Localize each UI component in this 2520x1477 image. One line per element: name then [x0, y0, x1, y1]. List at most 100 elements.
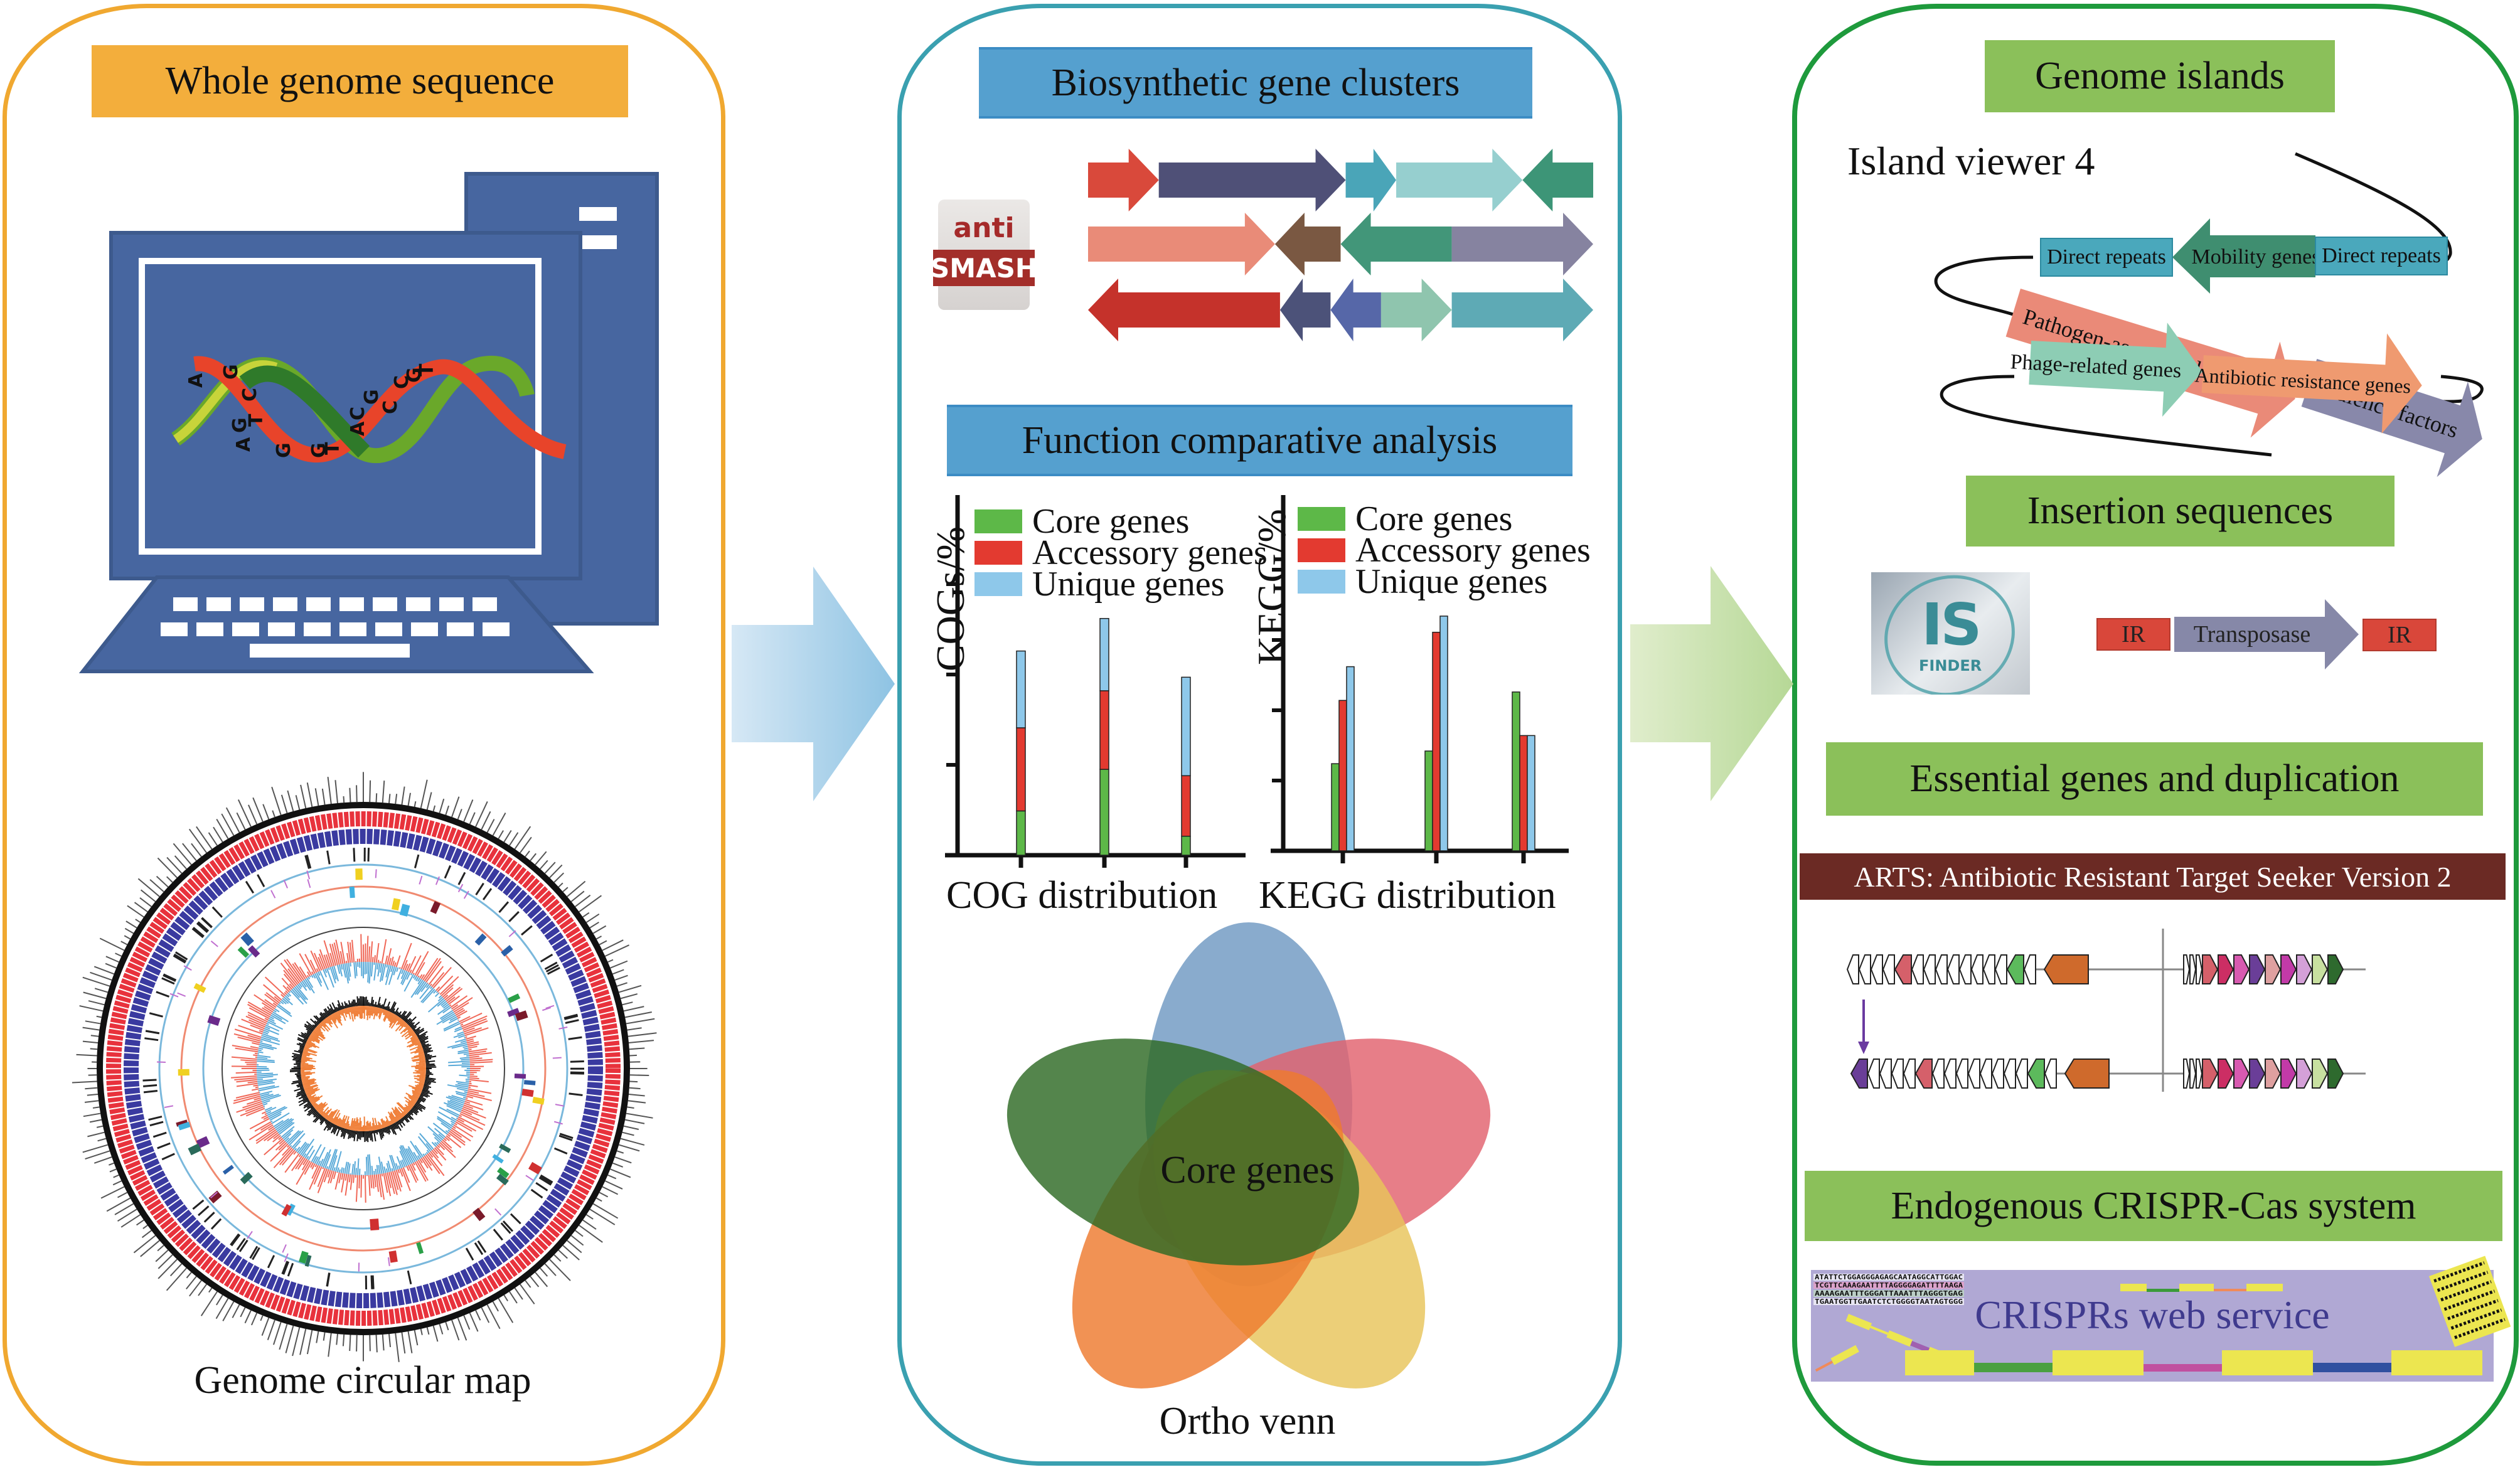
map-gc-bar	[458, 1116, 484, 1131]
map-tick	[426, 1327, 430, 1335]
spacebar	[250, 644, 410, 658]
map-gc-bar	[466, 1094, 492, 1102]
bgc-gene-arrow	[1340, 213, 1452, 275]
arts-gene	[2265, 1058, 2282, 1089]
map-rna-mark	[414, 854, 420, 868]
map-tick	[607, 1174, 617, 1180]
map-skew-bar	[299, 1045, 304, 1049]
map-skew-bar	[408, 1111, 414, 1116]
tower-slot-icon	[579, 207, 617, 221]
map-skew-bar	[313, 1015, 321, 1023]
map-skew-bar	[350, 1006, 355, 1022]
map-gc-bar	[257, 1060, 275, 1064]
map-skew-bar	[307, 1024, 315, 1030]
map-tick	[622, 1131, 634, 1136]
map-gc-bar	[280, 994, 285, 998]
map-gc-bar	[375, 942, 380, 963]
map-gc-bar	[272, 1135, 281, 1143]
map-gc-bar	[236, 1082, 258, 1087]
map-gc-bar	[347, 941, 351, 963]
map-skew-bar	[419, 1096, 427, 1101]
map-tick	[273, 1321, 282, 1345]
map-gc-bar	[437, 1111, 456, 1122]
map-tick	[334, 780, 338, 804]
dna-strand-yellow	[173, 360, 278, 443]
crispr-sequence-line: TGAATGGTTGAATCTCTGGGGTAATAGTGGG	[1815, 1298, 1963, 1306]
map-gc-bar	[469, 1058, 493, 1062]
map-gc-bar	[297, 984, 302, 989]
arts-gene	[2189, 1058, 2197, 1089]
map-tick	[622, 1001, 633, 1006]
map-gc-bar	[351, 1163, 355, 1175]
map-skew-bar	[398, 1022, 407, 1032]
map-gc-bar	[449, 1004, 452, 1006]
map-gc-bar	[254, 1052, 258, 1055]
map-gc-bar	[282, 984, 290, 993]
flow-arrow-right-2	[1630, 566, 1793, 801]
map-rna-mark	[547, 966, 560, 975]
dna-strand-dark-green	[239, 365, 370, 458]
map-skew-bar	[346, 1129, 349, 1134]
map-feature-mark	[521, 1089, 534, 1097]
map-gc-bar	[434, 993, 439, 998]
map-skew-bar	[329, 1008, 334, 1014]
map-gc-bar	[280, 1001, 284, 1005]
map-gc-bar	[259, 1085, 279, 1092]
map-gc-bar	[462, 1045, 468, 1048]
map-skew-bar	[405, 1100, 414, 1107]
map-skew-bar	[312, 1114, 321, 1122]
map-gc-bar	[235, 1092, 260, 1099]
map-skew-bar	[414, 1026, 421, 1033]
map-skew-bar	[425, 1058, 432, 1060]
map-tick	[486, 819, 495, 833]
map-skew-bar	[326, 1111, 333, 1120]
map-gc-bar	[467, 1041, 479, 1045]
arts-gene	[2233, 954, 2250, 984]
map-gc-bar	[432, 1133, 442, 1142]
map-skew-bar	[422, 1047, 429, 1050]
map-skew-bar	[405, 1114, 412, 1121]
map-gc-bar	[310, 1162, 314, 1168]
map-gc-bar	[304, 978, 315, 994]
map-tick	[629, 1047, 645, 1050]
map-gc-bar	[304, 1145, 314, 1159]
map-feature-mark	[281, 1203, 292, 1217]
kegg-y-axis-label: KEGG/%	[1249, 509, 1294, 665]
map-rna-mark	[563, 1013, 578, 1020]
map-tick	[382, 781, 385, 803]
map-gc-bar	[461, 1062, 470, 1064]
map-gc-bar	[284, 995, 291, 1001]
map-tick	[612, 969, 624, 975]
direct-repeats-box	[2040, 238, 2173, 277]
map-gc-bar	[318, 953, 326, 969]
map-skew-bar	[415, 1101, 426, 1109]
map-skew-bar	[302, 1050, 308, 1053]
map-tick	[628, 1094, 645, 1097]
map-skew-bar	[332, 1124, 335, 1128]
map-skew-bar	[410, 1024, 415, 1028]
map-tick	[585, 913, 600, 923]
map-skew-bar	[308, 1096, 315, 1101]
map-skew-bar	[352, 1118, 356, 1131]
map-gc-bar	[257, 1057, 268, 1059]
map-skew-bar	[306, 1088, 318, 1095]
map-skew-bar	[417, 1084, 424, 1087]
map-gc-bar	[237, 1037, 260, 1043]
map-feature-mark	[532, 1097, 545, 1105]
map-gc-bar	[342, 963, 346, 978]
map-skew-bar	[291, 1080, 302, 1085]
map-skew-bar	[423, 1047, 432, 1052]
map-gc-bar	[422, 988, 435, 1004]
map-gc-bar	[246, 1064, 257, 1066]
legend-label: Unique genes	[1032, 565, 1225, 604]
map-gc-bar	[254, 994, 275, 1010]
map-feature-mark	[463, 890, 469, 899]
map-tick	[83, 991, 107, 1000]
map-gc-bar	[329, 1171, 335, 1183]
map-skew-bar	[412, 1107, 419, 1113]
arts-gene	[2296, 954, 2313, 984]
map-gc-bar	[420, 1158, 429, 1169]
map-skew-bar	[387, 1126, 391, 1133]
map-gc-bar	[402, 959, 408, 970]
map-tick	[88, 1000, 105, 1006]
